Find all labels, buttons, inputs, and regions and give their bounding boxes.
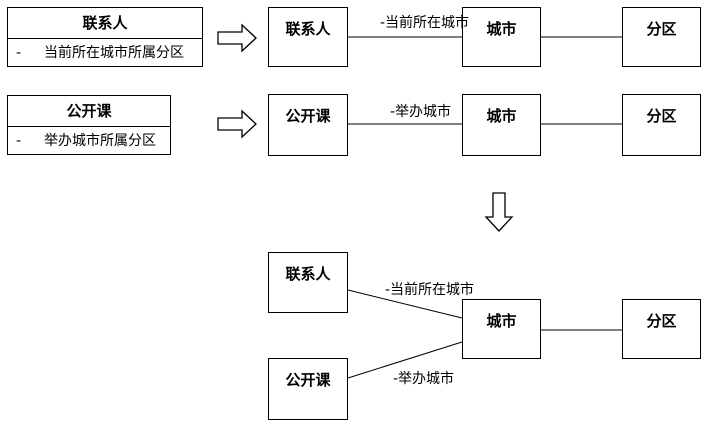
row2-left-box: 公开课 xyxy=(268,94,348,156)
down-arrow xyxy=(484,192,514,232)
row2-left-label: 公开课 xyxy=(285,107,331,125)
merged-top-left-label: 联系人 xyxy=(285,265,331,283)
row1-middle-label: 城市 xyxy=(486,20,517,38)
row1-right-label: 分区 xyxy=(646,20,677,38)
source-entity-course: 公开课 - 举办城市所属分区 xyxy=(7,95,171,155)
merged-middle-label: 城市 xyxy=(486,312,517,330)
source-entity-contact-attribute-row: - 当前所在城市所属分区 xyxy=(8,39,202,67)
merged-middle-box: 城市 xyxy=(462,299,541,359)
merged-bottom-left-label: 公开课 xyxy=(285,371,331,389)
source-entity-contact-attribute: 当前所在城市所属分区 xyxy=(44,45,184,61)
attribute-dash: - xyxy=(16,133,22,149)
row1-relation-label: -当前所在城市 xyxy=(380,15,470,31)
merged-bottom-left-box: 公开课 xyxy=(268,358,348,420)
source-entity-course-attribute: 举办城市所属分区 xyxy=(44,133,156,149)
merged-bottom-connector xyxy=(347,341,463,379)
merged-top-relation-label: -当前所在城市 xyxy=(385,282,475,298)
source-entity-contact: 联系人 - 当前所在城市所属分区 xyxy=(7,7,203,67)
source-entity-course-attribute-row: - 举办城市所属分区 xyxy=(8,127,170,155)
row1-middle-box: 城市 xyxy=(462,7,541,67)
row2-right-box: 分区 xyxy=(622,94,701,156)
merged-right-box: 分区 xyxy=(622,299,701,359)
right-arrow-row2 xyxy=(217,109,257,139)
row2-right-label: 分区 xyxy=(646,107,677,125)
right-arrow-row1 xyxy=(217,23,257,53)
merged-top-connector xyxy=(347,289,463,319)
merged-top-left-box: 联系人 xyxy=(268,252,348,313)
row2-relation-label: -举办城市 xyxy=(390,104,452,120)
source-entity-course-name: 公开课 xyxy=(8,96,170,127)
row2-middle-label: 城市 xyxy=(486,107,517,125)
merged-bottom-relation-label: -举办城市 xyxy=(393,371,455,387)
row2-middle-box: 城市 xyxy=(462,94,541,156)
merged-right-label: 分区 xyxy=(646,312,677,330)
row1-left-label: 联系人 xyxy=(285,20,331,38)
row1-left-box: 联系人 xyxy=(268,7,348,67)
attribute-dash: - xyxy=(16,45,22,61)
row1-right-box: 分区 xyxy=(622,7,701,67)
source-entity-contact-name: 联系人 xyxy=(8,8,202,39)
